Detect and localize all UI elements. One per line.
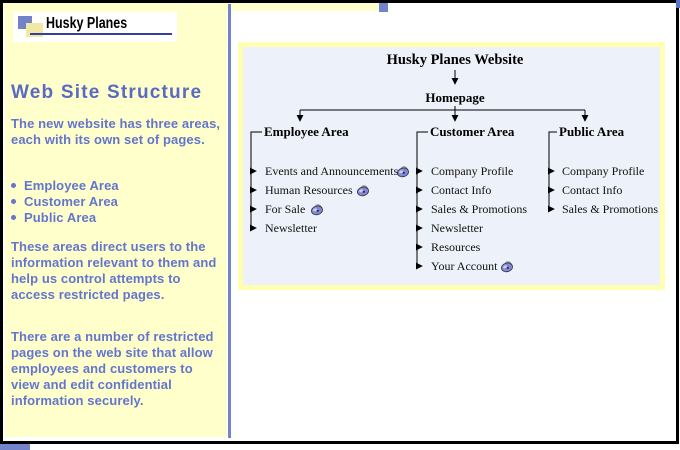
padlock-icon	[311, 204, 323, 216]
area-label-customer: Customer Area	[430, 124, 515, 139]
bracket-customer-area	[415, 131, 428, 270]
page-node-contact-info-customer: Contact Info	[431, 183, 491, 197]
page-node-sales-promotions-customer: Sales & Promotions	[431, 202, 527, 216]
scrollbar-fragment-bottom-left	[0, 444, 30, 450]
page-node-contact-info-public: Contact Info	[562, 183, 622, 197]
security-paragraph: There are a number of restricted pages o…	[11, 329, 214, 408]
sidebar: Husky Planes Web Site Structure The new …	[5, 4, 227, 437]
padlock-icon	[501, 261, 513, 273]
top-banner-strip-end	[379, 3, 388, 12]
page-title: Web Site Structure	[11, 82, 203, 103]
area-label-employee: Employee Area	[264, 124, 349, 139]
logo-underline	[30, 33, 172, 35]
bracket-public-area	[547, 131, 557, 213]
access-paragraph: These areas direct users to the informat…	[11, 239, 217, 302]
page-node-for-sale: For Sale	[265, 202, 305, 216]
padlock-icon	[357, 185, 369, 197]
page-node-human-resources: Human Resources	[265, 183, 353, 197]
page-node-resources: Resources	[431, 240, 481, 254]
page-node-sales-promotions-public: Sales & Promotions	[562, 202, 658, 216]
page-node-company-profile-public: Company Profile	[562, 164, 644, 178]
bullet-employee-area: Employee Area	[11, 178, 223, 194]
area-bullet-list: Employee Area Customer Area Public Area	[11, 178, 223, 226]
page-node-newsletter-customer: Newsletter	[431, 221, 483, 235]
page-node-events-announcements: Events and Announcements	[265, 164, 399, 178]
page-node-newsletter-employee: Newsletter	[265, 221, 317, 235]
connector-homepage-to-areas	[296, 106, 589, 122]
site-structure-panel: Husky Planes Website Homepage Employee A…	[238, 42, 665, 290]
bullet-customer-area: Customer Area	[11, 194, 223, 210]
bracket-employee-area	[249, 131, 262, 232]
page-node-your-account: Your Account	[431, 259, 498, 273]
bullet-public-area: Public Area	[11, 210, 223, 226]
padlock-icon	[397, 166, 409, 178]
scrollbar-fragment-top-right	[676, 0, 680, 8]
logo-title: Husky Planes	[46, 15, 128, 32]
page-node-company-profile-customer: Company Profile	[431, 164, 513, 178]
sidebar-divider	[228, 4, 231, 438]
diagram-title: Husky Planes Website	[387, 52, 524, 68]
husky-planes-logo: Husky Planes	[13, 12, 177, 42]
diagram-root-node: Homepage	[425, 90, 484, 105]
intro-paragraph: The new website has three areas, each wi…	[11, 116, 221, 147]
site-structure-diagram: Husky Planes Website Homepage Employee A…	[249, 52, 658, 273]
area-label-public: Public Area	[559, 124, 625, 139]
